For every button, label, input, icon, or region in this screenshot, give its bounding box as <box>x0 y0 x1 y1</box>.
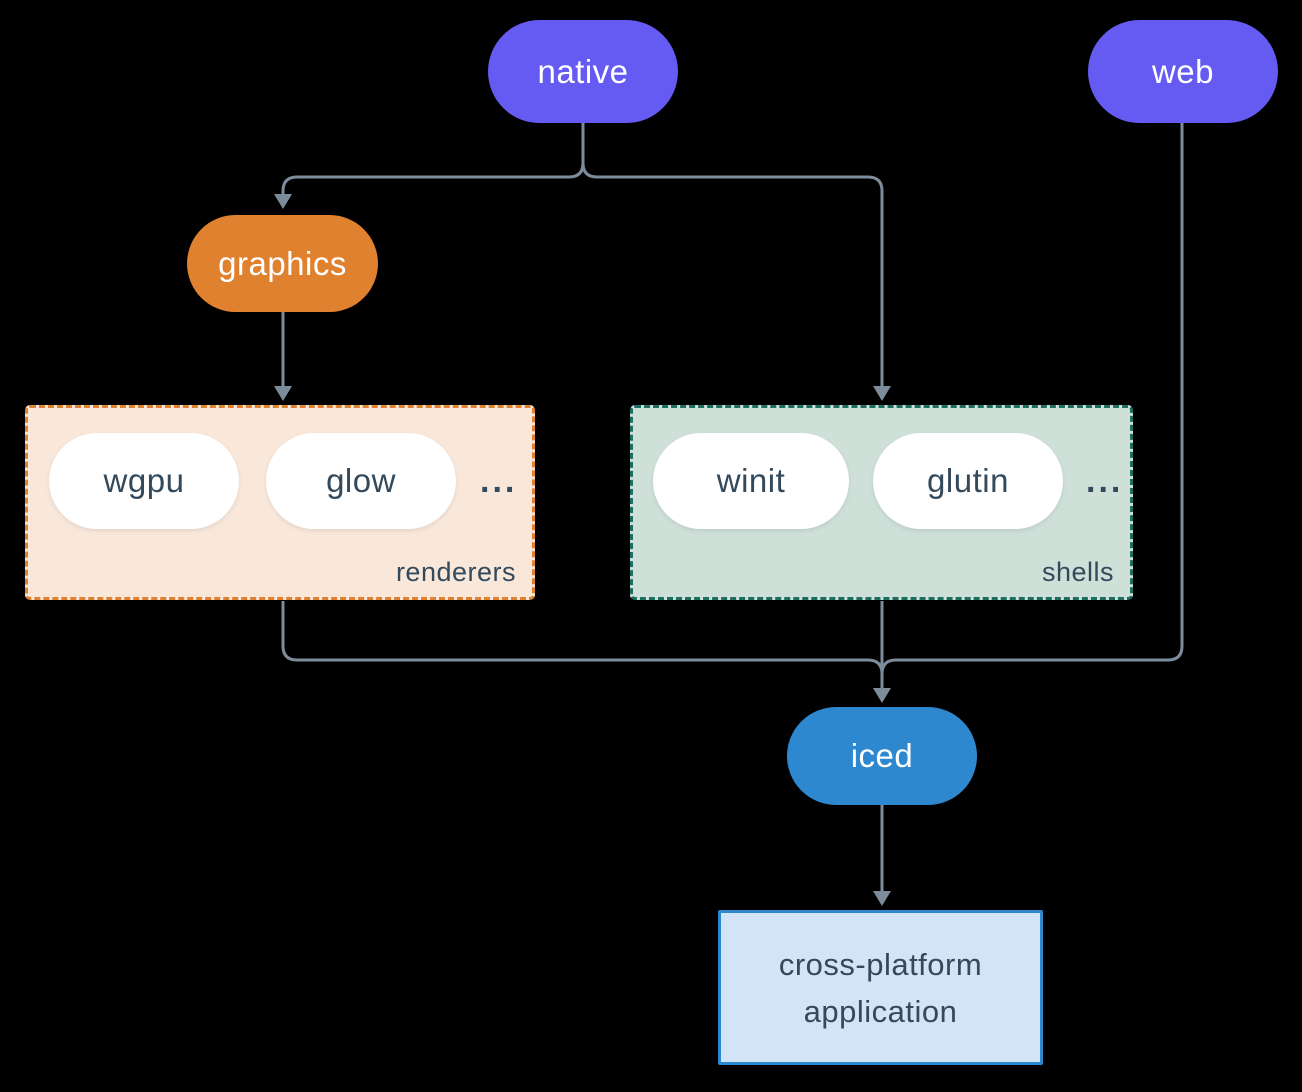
shells-group-label: shells <box>1041 557 1114 587</box>
node-glutin: glutin <box>873 433 1063 529</box>
node-graphics-label: graphics <box>218 244 347 282</box>
arrowhead-into-iced <box>873 688 891 703</box>
node-web-label: web <box>1151 52 1215 90</box>
arrowhead-into-shells <box>873 386 891 401</box>
merge-fillet-right <box>880 658 897 675</box>
arrowhead-into-application <box>873 891 891 906</box>
node-glutin-label: glutin <box>927 462 1009 499</box>
node-web: web <box>1088 20 1278 123</box>
node-glow: glow <box>266 433 456 529</box>
node-iced: iced <box>787 707 977 805</box>
application-label-line1: cross-platform <box>778 946 983 982</box>
merge-fillet-left <box>867 658 884 675</box>
shells-more-ellipsis: ... <box>1086 461 1124 500</box>
node-cross-platform-application: cross-platform application <box>718 910 1043 1065</box>
renderers-group-label: renderers <box>395 557 516 587</box>
edge-native-graphics <box>281 123 585 194</box>
edge-renderers-merge <box>281 601 868 662</box>
application-label-line2: application <box>803 993 958 1029</box>
node-winit: winit <box>653 433 849 529</box>
node-graphics: graphics <box>187 215 378 312</box>
edge-native-shells <box>581 123 884 386</box>
node-wgpu: wgpu <box>49 433 239 529</box>
node-glow-label: glow <box>326 462 396 499</box>
node-winit-label: winit <box>716 462 786 499</box>
node-wgpu-label: wgpu <box>103 462 185 499</box>
group-shells: winit glutin ... shells <box>630 405 1133 600</box>
node-native: native <box>488 20 678 123</box>
arrowhead-into-renderers <box>274 386 292 401</box>
node-native-label: native <box>537 52 629 90</box>
node-iced-label: iced <box>850 737 914 774</box>
group-renderers: wgpu glow ... renderers <box>25 405 535 600</box>
arrowhead-into-graphics <box>274 194 292 209</box>
renderers-more-ellipsis: ... <box>480 461 518 500</box>
